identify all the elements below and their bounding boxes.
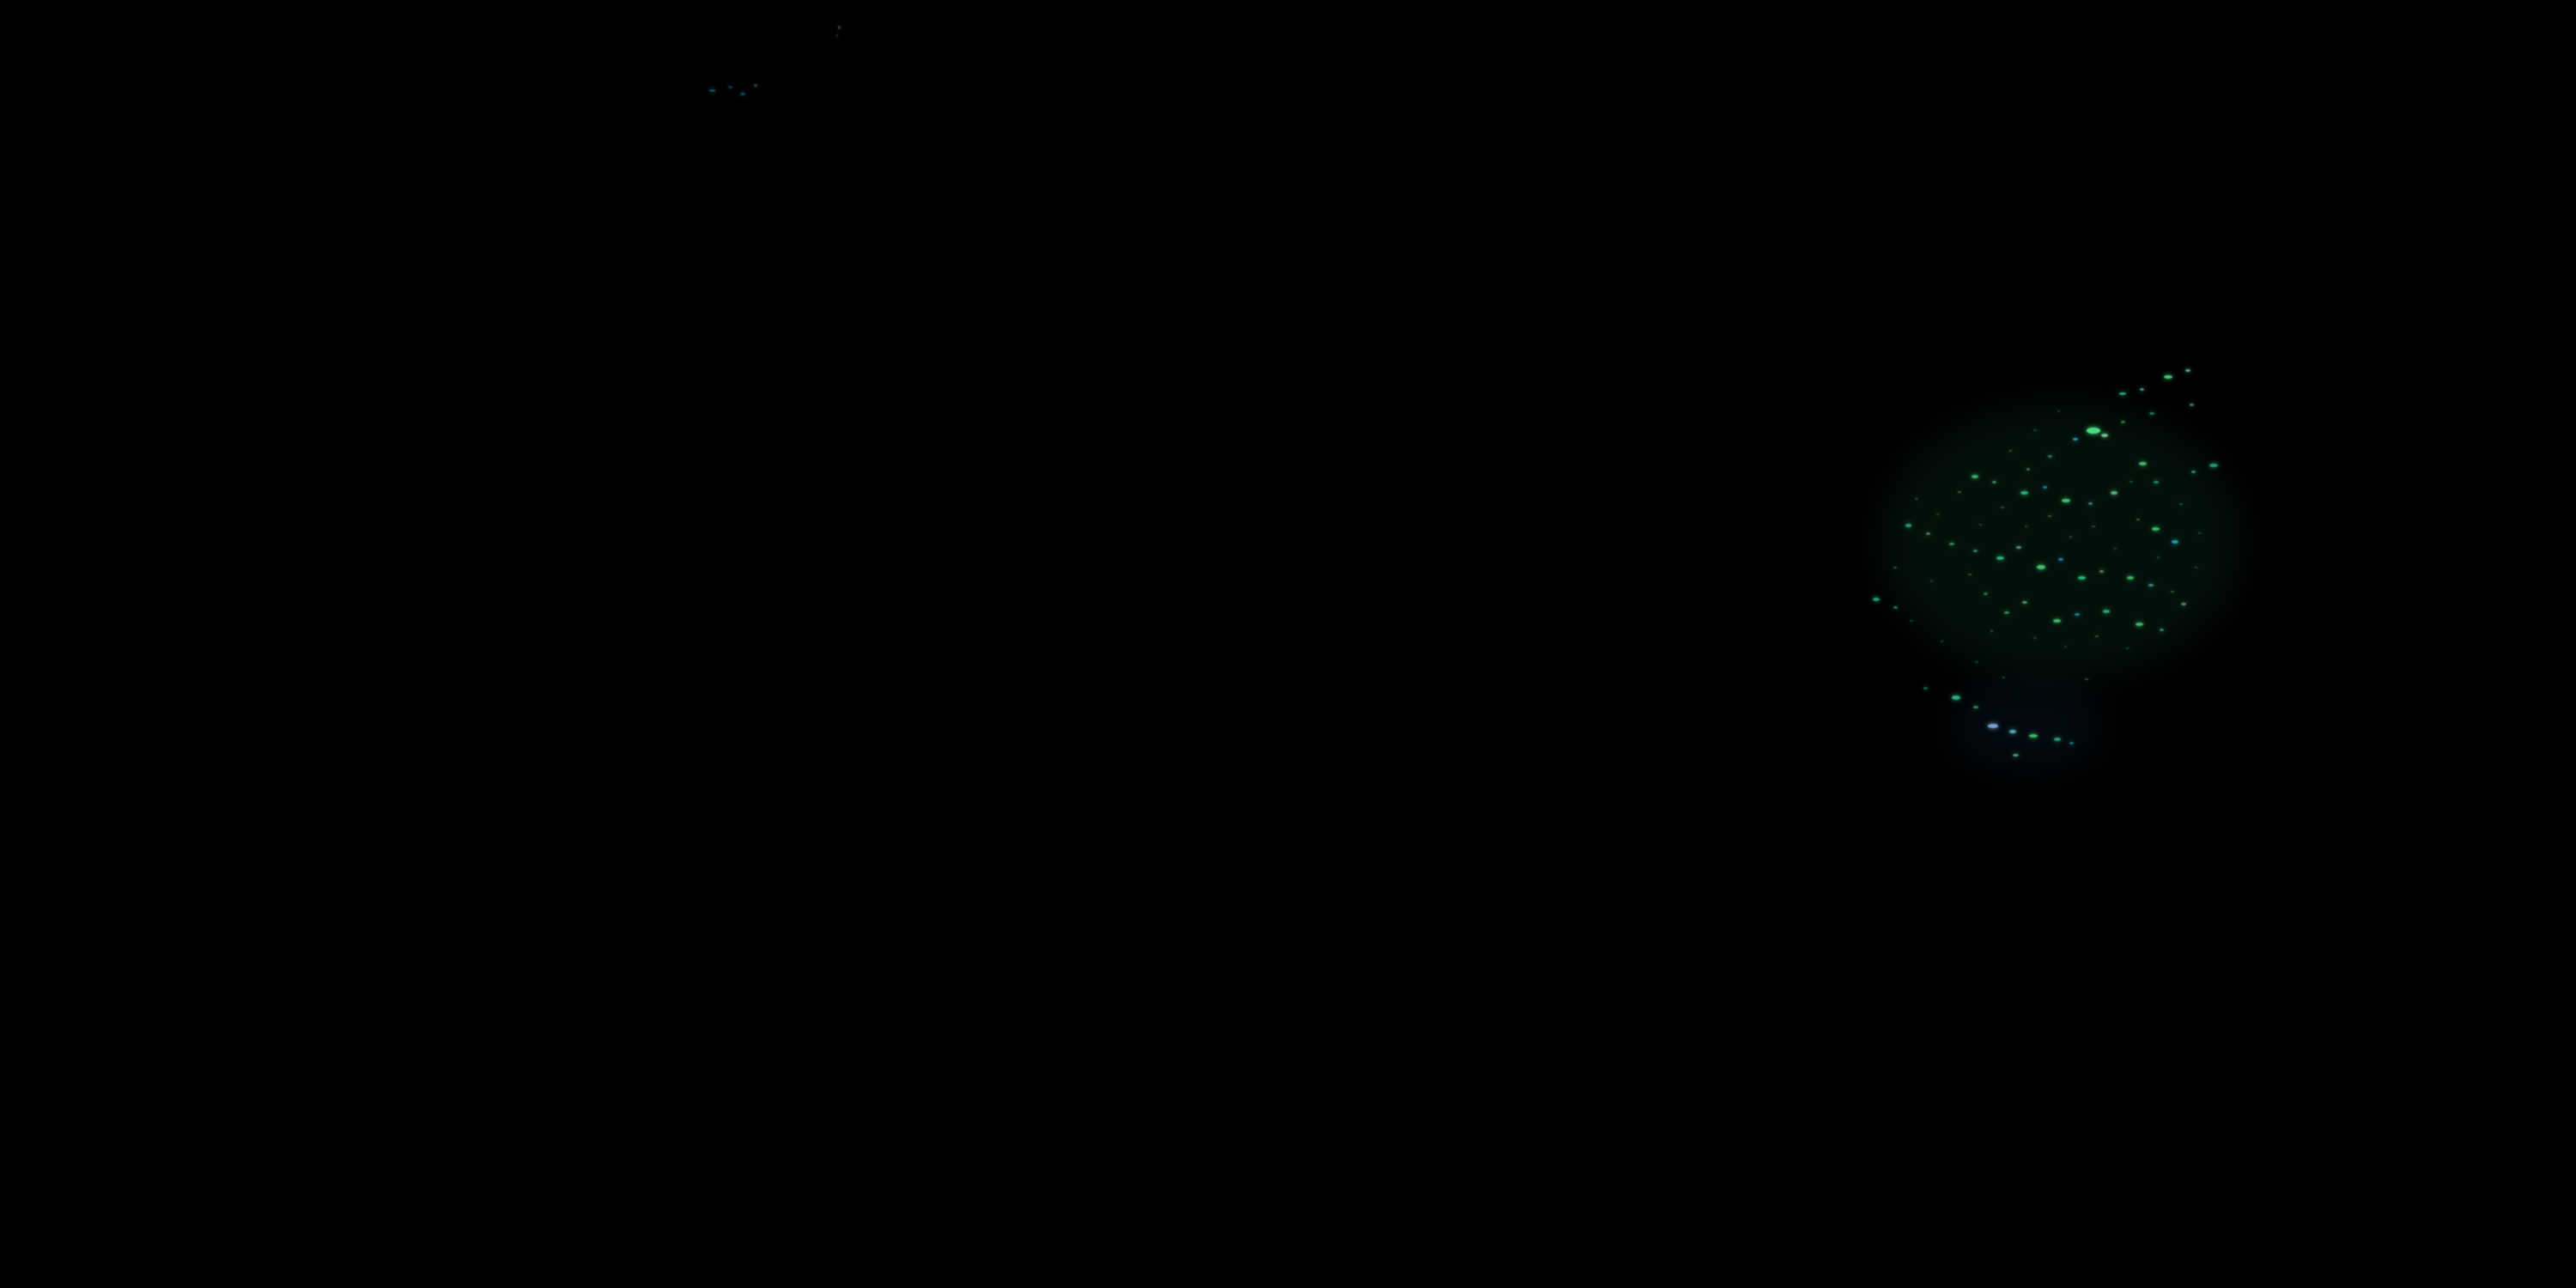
light-speck xyxy=(2026,468,2030,471)
light-speck xyxy=(728,86,732,88)
light-speck xyxy=(2103,610,2110,613)
light-speck xyxy=(2078,576,2086,580)
light-speck xyxy=(1984,592,1988,595)
light-speck xyxy=(2053,619,2061,623)
light-speck xyxy=(1923,687,1928,690)
light-speck xyxy=(2058,558,2063,561)
light-speck xyxy=(2172,540,2178,544)
light-speck xyxy=(2037,565,2045,569)
light-speck xyxy=(2013,754,2019,756)
ambient-glow xyxy=(1880,404,2241,678)
light-speck xyxy=(2119,392,2126,395)
light-speck xyxy=(2181,603,2186,605)
light-speck xyxy=(1910,620,1913,622)
light-speck xyxy=(2099,570,2104,573)
light-speck xyxy=(838,26,841,29)
light-speck xyxy=(2064,646,2067,647)
light-speck xyxy=(1968,574,1971,575)
light-speck xyxy=(2087,428,2100,434)
light-speck xyxy=(740,93,745,95)
light-speck xyxy=(2136,519,2140,520)
light-speck xyxy=(1905,524,1911,527)
light-speck xyxy=(2171,591,2174,592)
light-speck xyxy=(2057,410,2060,412)
light-speck xyxy=(2075,613,2080,616)
light-speck xyxy=(2069,536,2072,538)
light-speck xyxy=(2198,532,2201,534)
light-speck xyxy=(2136,623,2143,626)
light-speck xyxy=(2062,499,2070,502)
light-speck xyxy=(2025,526,2027,527)
light-speck xyxy=(2195,567,2197,568)
light-speck xyxy=(2191,471,2196,473)
light-speck xyxy=(2190,404,2194,406)
light-speck xyxy=(1952,696,1960,700)
light-speck xyxy=(1992,481,1996,483)
light-speck xyxy=(2209,464,2218,467)
light-speck xyxy=(2149,412,2154,415)
light-speck xyxy=(709,89,715,92)
light-speck xyxy=(2004,611,2009,614)
light-speck xyxy=(1893,606,1898,609)
light-speck xyxy=(1971,475,1978,478)
ambient-glow xyxy=(1949,678,2104,773)
light-speck xyxy=(1949,543,1954,545)
light-speck xyxy=(1990,630,1993,632)
light-speck xyxy=(1975,661,1978,663)
light-speck xyxy=(1936,513,1939,515)
light-speck xyxy=(2095,635,2099,637)
light-speck xyxy=(2140,388,2144,391)
light-speck xyxy=(2069,742,2074,744)
light-speck xyxy=(2043,486,2047,489)
light-speck xyxy=(2054,738,2061,741)
light-speck xyxy=(754,84,757,87)
light-speck xyxy=(2164,375,2172,379)
light-speck xyxy=(2185,369,2190,372)
light-speck xyxy=(2009,730,2016,733)
light-speck xyxy=(1979,524,1982,526)
light-speck xyxy=(1958,491,1961,493)
light-speck xyxy=(1996,556,2004,560)
light-speck xyxy=(2033,637,2037,639)
light-speck xyxy=(2114,548,2117,550)
light-speck xyxy=(1915,498,1918,500)
light-speck xyxy=(1973,706,1978,708)
light-speck xyxy=(2092,526,2095,527)
light-speck xyxy=(2148,584,2154,586)
light-speck xyxy=(2009,450,2012,452)
light-speck xyxy=(2073,438,2078,440)
light-speck xyxy=(2088,502,2093,505)
light-speck xyxy=(1930,580,1933,582)
light-speck xyxy=(2101,434,2108,437)
light-speck xyxy=(1988,724,1998,728)
light-speck xyxy=(2029,734,2038,738)
light-speck xyxy=(2154,481,2159,483)
light-speck xyxy=(2127,576,2134,580)
light-speck xyxy=(1873,598,1880,601)
light-speck xyxy=(2121,421,2125,423)
light-speck xyxy=(2022,601,2027,604)
light-speck xyxy=(2085,678,2088,680)
light-speck xyxy=(2016,546,2021,549)
light-speck xyxy=(1941,641,1943,642)
light-speck xyxy=(2033,429,2037,431)
light-speck xyxy=(2152,527,2160,531)
light-speck xyxy=(2160,629,2164,631)
light-speck xyxy=(2002,677,2005,678)
light-speck xyxy=(2111,491,2117,495)
light-speck xyxy=(1973,550,1978,552)
light-speck xyxy=(2048,515,2051,517)
light-speck xyxy=(2126,647,2129,649)
light-speck xyxy=(2020,491,2028,495)
light-speck xyxy=(2139,462,2147,465)
light-speck xyxy=(2048,455,2052,458)
light-speck xyxy=(2001,507,2004,508)
light-speck xyxy=(2179,503,2183,505)
light-speck xyxy=(1893,567,1897,568)
light-speck xyxy=(836,34,838,37)
light-speck xyxy=(1926,532,1930,535)
light-speck xyxy=(2157,556,2160,558)
light-speck xyxy=(2129,481,2133,483)
